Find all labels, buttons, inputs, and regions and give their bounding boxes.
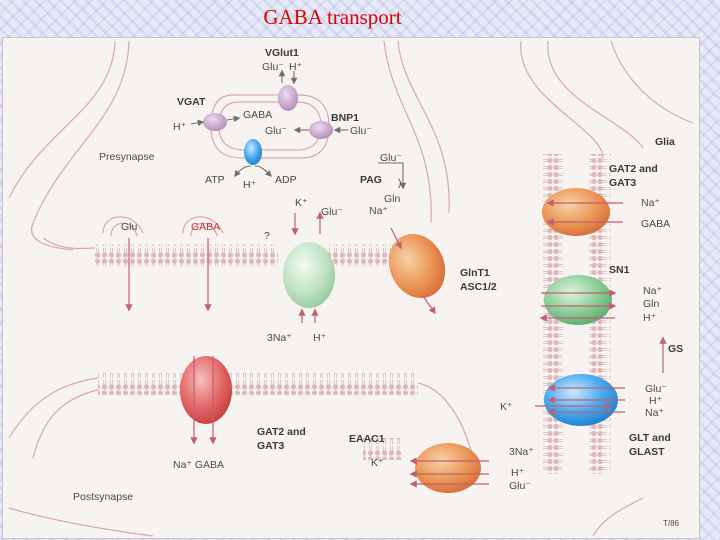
label-eaac-h: H⁺ [511,467,525,479]
post-gat-transporter [180,356,232,424]
label-gs: GS [668,343,683,355]
label-glt-glu: Glu⁻ [645,383,667,395]
label-atp: ATP [205,174,225,186]
label-pag-glu: Glu⁻ [380,152,402,164]
label-eaac-3na: 3Na⁺ [509,446,534,458]
label-bnp1-glu: Glu⁻ [350,125,372,137]
label-vglut-glu: Glu⁻ [262,61,284,73]
label-sn1-h: H⁺ [643,312,657,324]
label-asc12: ASC1/2 [460,281,497,293]
label-vesicle-glu: Glu⁻ [265,125,287,137]
label-glnt1: GlnT1 [460,267,490,279]
glnt1-transporter [388,233,446,299]
label-glt-h: H⁺ [649,395,663,407]
label-eaac-glu: Glu⁻ [509,480,531,492]
label-gln-3na: 3Na⁺ [267,332,292,344]
label-sn1-gln: Gln [643,298,660,310]
label-bnp1: BNP1 [331,112,359,124]
label-adp: ADP [275,174,297,186]
label-vglut1: VGlut1 [265,47,299,59]
label-k-in: K⁺ [295,197,308,209]
slide-title: GABA transport [263,5,402,29]
label-eaac-k: K⁺ [371,457,384,469]
label-post-na-gaba: Na⁺ GABA [173,459,224,471]
label-glia-gat-na: Na⁺ [641,197,660,209]
presynaptic-membrane [42,216,406,266]
label-glt-na: Na⁺ [645,407,664,419]
label-eaac1: EAAC1 [349,433,385,445]
atpase-pump [244,139,262,165]
label-post-gat2: GAT3 [257,440,284,452]
vgat-transporter [203,113,227,131]
label-glia-gat-gaba: GABA [641,218,670,230]
label-atpase-h: H⁺ [243,179,257,191]
label-credit: T/86 [663,519,680,528]
label-pag-gln: Gln [384,193,401,205]
label-vgat-h: H⁺ [173,121,187,133]
glia-gat-transporter [542,188,610,236]
label-glt-k: K⁺ [500,401,513,413]
label-postsynapse: Postsynapse [73,491,133,503]
label-vgat: VGAT [177,96,206,108]
arrows [125,69,667,488]
postsynaptic-terminal [8,373,474,537]
label-pag: PAG [360,174,382,186]
label-post-gat: GAT2 and [257,426,306,438]
label-glt: GLT and [629,432,671,444]
diagram-figure: VGlut1 Glu⁻ H⁺ VGAT H⁺ GABA Glu⁻ BNP1 Gl… [2,37,700,539]
label-glast: GLAST [629,446,665,458]
label-glia-gat: GAT2 and [609,163,658,175]
label-pag-paren: ) [398,177,402,189]
label-pag-na: Na⁺ [369,205,388,217]
label-sn1: SN1 [609,264,630,276]
presynaptic-terminal [8,40,450,251]
vglut1-transporter [278,85,298,111]
bnp1-transporter [309,121,333,139]
labels: VGlut1 Glu⁻ H⁺ VGAT H⁺ GABA Glu⁻ BNP1 Gl… [73,47,683,528]
label-glia-gat2: GAT3 [609,177,636,189]
sn1-transporter [544,275,612,325]
label-vglut-h: H⁺ [289,61,303,73]
label-glu-out: Glu⁻ [321,206,343,218]
label-glia: Glia [655,136,675,148]
label-gln-h: H⁺ [313,332,327,344]
label-cleft-gaba: GABA [191,221,220,233]
label-presynapse: Presynapse [99,151,155,163]
label-sn1-na: Na⁺ [643,285,662,297]
label-vesicle-gaba: GABA [243,109,272,121]
label-question: ? [264,230,270,242]
presynaptic-transporter-green [283,242,335,308]
label-cleft-glu: Glu [121,221,138,233]
gaba-transport-diagram: VGlut1 Glu⁻ H⁺ VGAT H⁺ GABA Glu⁻ BNP1 Gl… [8,40,694,537]
eaac1-transporter [415,443,481,493]
